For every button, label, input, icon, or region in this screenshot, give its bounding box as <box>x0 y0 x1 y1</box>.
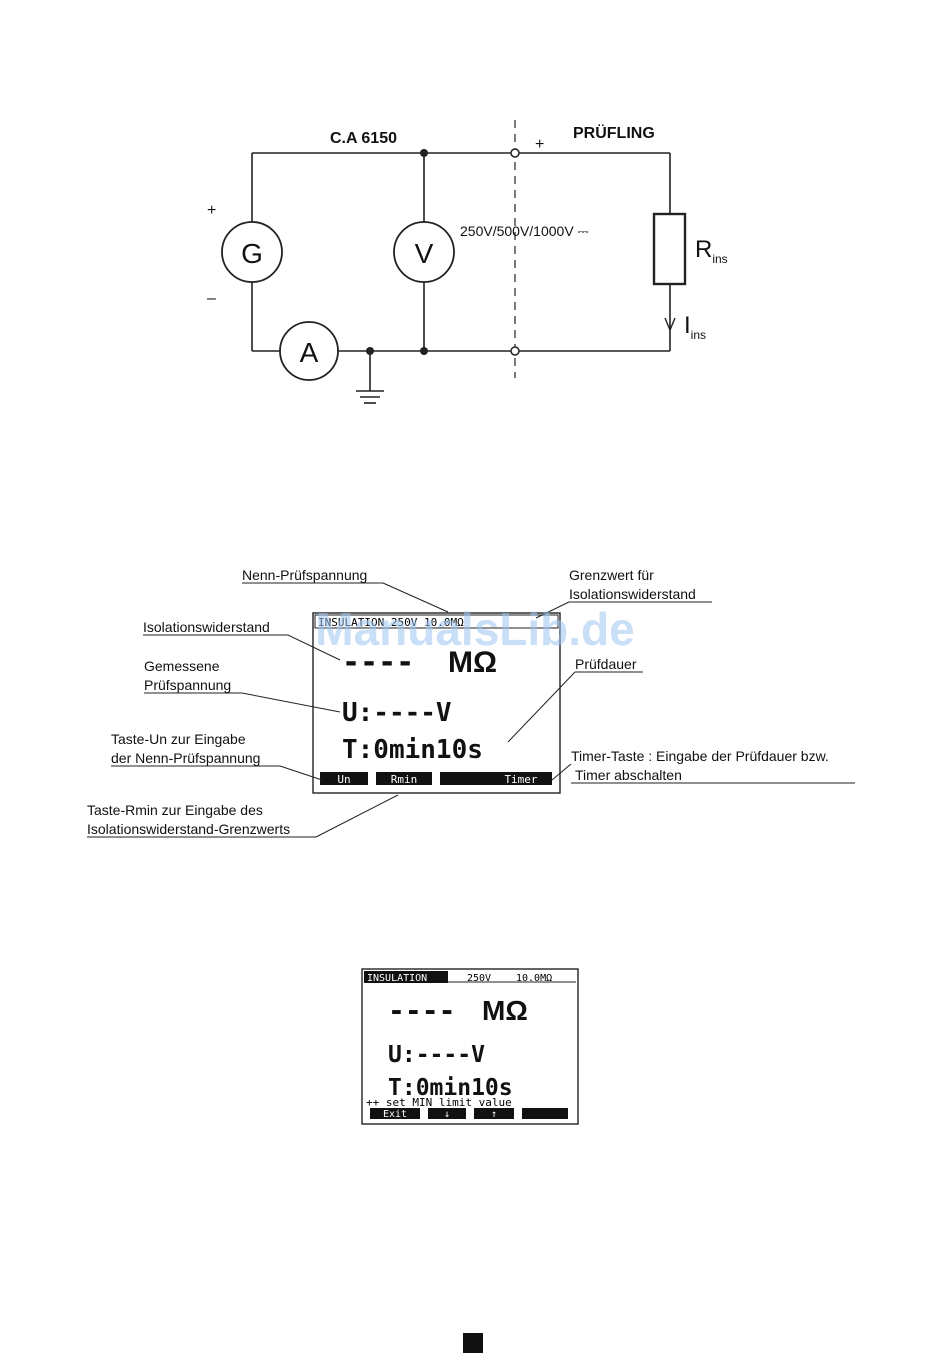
resistance-unit: MΩ <box>448 646 497 679</box>
lcd2-resistance-unit: MΩ <box>482 995 528 1026</box>
callout-key-un-line2: der Nenn-Prüfspannung <box>111 750 260 766</box>
lcd2-resistance-dashes: ---- <box>388 994 455 1027</box>
lcd-screen-2: INSULATION 250V 10.0MΩ ---- MΩ U:----V T… <box>361 968 579 1125</box>
callout-timer-line2: Timer abschalten <box>575 767 682 783</box>
page-marker <box>463 1333 483 1353</box>
annotated-lcd: INSULATION 250V 10.0MΩ ---- MΩ U:----V T… <box>312 612 561 794</box>
callout-key-un-line1: Taste-Un zur Eingabe <box>111 731 246 747</box>
terminal-plus <box>510 148 520 158</box>
resistance-dashes: ---- <box>342 645 414 680</box>
callout-insulation-resistance: Isolationswiderstand <box>143 619 270 635</box>
softkey-exit[interactable] <box>370 1108 420 1119</box>
plus-left: + <box>207 202 216 219</box>
lcd-header-text: INSULATION 250V 10.0MΩ <box>318 616 464 629</box>
softkey-up-label: ↑ <box>491 1109 497 1120</box>
softkey-un[interactable] <box>320 772 368 785</box>
callout-timer-line1: Timer-Taste : Eingabe der Prüfdauer bzw. <box>571 748 829 764</box>
generator-label: G <box>241 238 263 269</box>
lcd2-header-mode: INSULATION <box>367 973 427 984</box>
watermark: ManualsLib.de <box>315 603 634 655</box>
callout-measured-line2: Prüfspannung <box>144 677 231 693</box>
lcd2-voltage-readout: U:----V <box>388 1042 485 1068</box>
callout-key-rmin-line1: Taste-Rmin zur Eingabe des <box>87 802 263 818</box>
softkey-down[interactable] <box>428 1108 466 1119</box>
circuit-diagram <box>251 120 671 404</box>
lcd2-timer-readout: T:0min10s <box>388 1075 513 1101</box>
softkey-blank[interactable] <box>522 1108 568 1119</box>
voltage-readout: U:----V <box>342 698 452 728</box>
device-label: C.A 6150 <box>330 130 397 147</box>
resistor-symbol <box>652 212 687 286</box>
softkey-up[interactable] <box>474 1108 514 1119</box>
softkey-timer-label: Timer <box>504 773 537 786</box>
junction-dot <box>420 149 428 157</box>
timer-readout: T:0min10s <box>342 735 483 765</box>
softkey-empty[interactable] <box>440 772 490 785</box>
minus-left: – <box>207 290 216 307</box>
ammeter-symbol: A <box>279 321 339 381</box>
lcd-frame <box>312 612 561 794</box>
softkey-rmin[interactable] <box>376 772 432 785</box>
terminal-minus <box>510 346 520 356</box>
voltage-range-label: 250V/500V/1000V ⎓ <box>460 223 589 239</box>
lcd2-header-bar <box>364 971 448 983</box>
generator-symbol: G <box>221 221 283 283</box>
lcd2-hint: ++ set MIN limit value <box>366 1096 512 1109</box>
callout-limit-line2: Isolationswiderstand <box>569 586 696 602</box>
voltmeter-symbol: V <box>393 221 455 283</box>
callouts: Nenn-Prüfspannung Grenzwert für Isolatio… <box>87 567 855 838</box>
callout-duration: Prüfdauer <box>575 656 637 672</box>
softkey-down-label: ↓ <box>444 1109 450 1120</box>
callout-key-rmin-line2: Isolationswiderstand-Grenzwerts <box>87 821 290 837</box>
callout-nominal-voltage: Nenn-Prüfspannung <box>242 567 367 583</box>
softkey-rmin-label: Rmin <box>391 773 418 786</box>
dut-label: PRÜFLING <box>573 123 655 142</box>
lcd2-frame <box>361 968 579 1125</box>
softkey-un-label: Un <box>337 773 350 786</box>
softkey-exit-label: Exit <box>383 1109 407 1120</box>
lcd-header-bar <box>314 614 559 629</box>
softkey-timer[interactable] <box>490 772 552 785</box>
current-arrow <box>664 317 676 332</box>
lcd2-header-limit: 10.0MΩ <box>516 973 552 984</box>
current-label: Iins <box>684 312 706 342</box>
junction-dot <box>420 347 428 355</box>
lcd2-header-voltage: 250V <box>467 973 491 984</box>
resistor-label: Rins <box>695 236 728 266</box>
callout-measured-line1: Gemessene <box>144 658 220 674</box>
ammeter-label: A <box>300 337 319 368</box>
plus-right: + <box>535 136 544 153</box>
junction-dot <box>366 347 374 355</box>
callout-limit-line1: Grenzwert für <box>569 567 654 583</box>
voltmeter-label: V <box>415 238 434 269</box>
